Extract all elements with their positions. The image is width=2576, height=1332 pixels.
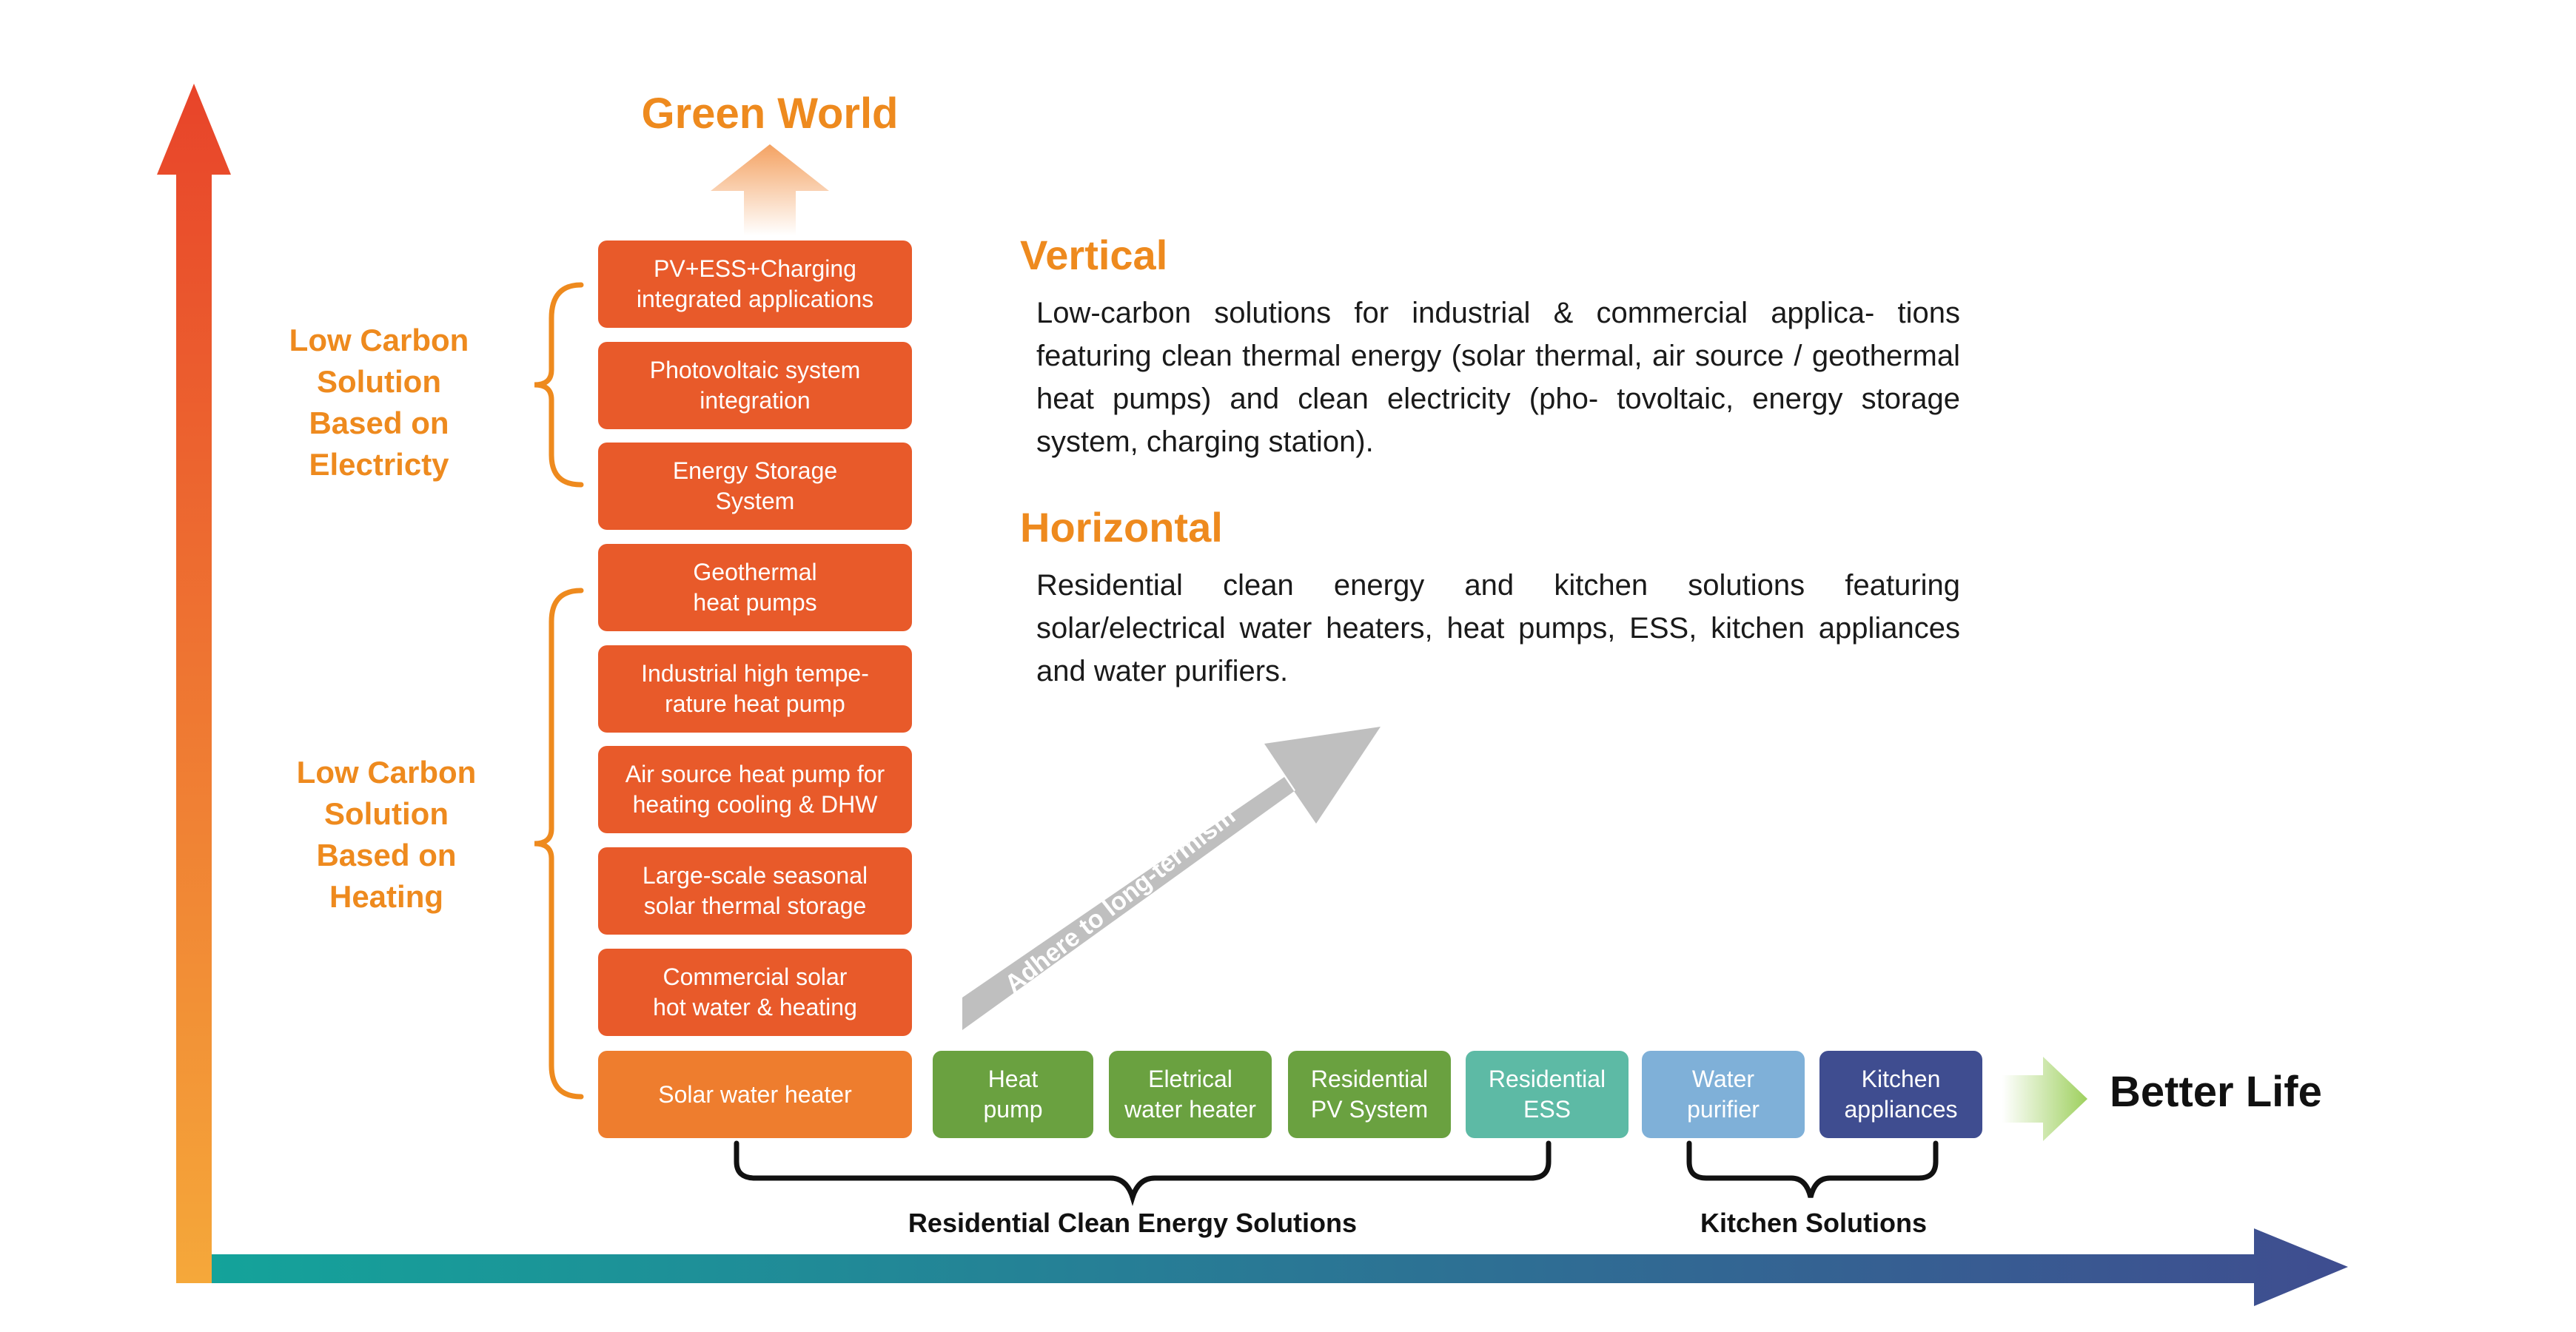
kitchen-bracket bbox=[1686, 1140, 1939, 1198]
kitchen-solutions-label: Kitchen Solutions bbox=[1700, 1208, 1927, 1238]
stack-box-seasonal-storage: Large-scale seasonal solar thermal stora… bbox=[598, 847, 912, 935]
stack-box-industrial-heat-pump: Industrial high tempe- rature heat pump bbox=[598, 645, 912, 733]
row-box-residential-pv: Residential PV System bbox=[1288, 1051, 1451, 1138]
stack-box-air-source: Air source heat pump for heating cooling… bbox=[598, 746, 912, 833]
residential-solutions-label: Residential Clean Energy Solutions bbox=[908, 1208, 1358, 1238]
row-box-heat-pump: Heat pump bbox=[933, 1051, 1093, 1138]
green-world-label: Green World bbox=[641, 90, 899, 138]
row-box-water-purifier: Water purifier bbox=[1642, 1051, 1805, 1138]
vertical-paragraph: Low-carbon solutions for industrial & co… bbox=[1036, 297, 1960, 458]
residential-bracket bbox=[734, 1140, 1552, 1206]
heating-side-label: Low Carbon Solution Based on Heating bbox=[296, 755, 477, 914]
horizontal-axis-arrow bbox=[212, 1228, 2348, 1306]
electricity-side-label: Low Carbon Solution Based on Electricty bbox=[289, 323, 469, 482]
electricity-brace bbox=[534, 282, 584, 488]
long-termism-arrow bbox=[962, 727, 1381, 1030]
stack-box-photovoltaic: Photovoltaic system integration bbox=[598, 342, 912, 429]
horizontal-paragraph: Residential clean energy and kitchen sol… bbox=[1036, 569, 1960, 687]
stack-box-commercial-solar: Commercial solar hot water & heating bbox=[598, 949, 912, 1036]
horizontal-heading: Horizontal bbox=[1020, 504, 1223, 551]
better-life-label: Better Life bbox=[2110, 1068, 2322, 1116]
long-termism-label: Adhere to long-termism bbox=[999, 801, 1241, 998]
base-box-solar-water-heater: Solar water heater bbox=[598, 1051, 912, 1138]
row-box-kitchen-appliances: Kitchen appliances bbox=[1819, 1051, 1982, 1138]
row-box-electrical-water-heater: Eletrical water heater bbox=[1109, 1051, 1272, 1138]
vertical-heading: Vertical bbox=[1020, 232, 1168, 278]
vertical-axis-arrow bbox=[157, 84, 231, 1283]
row-box-residential-ess: Residential ESS bbox=[1466, 1051, 1629, 1138]
stack-box-pv-ess-charging: PV+ESS+Charging integrated applications bbox=[598, 240, 912, 328]
heating-brace bbox=[534, 588, 584, 1100]
better-life-arrow bbox=[2002, 1057, 2087, 1141]
green-world-arrow bbox=[711, 144, 829, 235]
stack-box-geothermal: Geothermal heat pumps bbox=[598, 544, 912, 631]
stack-box-energy-storage: Energy Storage System bbox=[598, 443, 912, 530]
